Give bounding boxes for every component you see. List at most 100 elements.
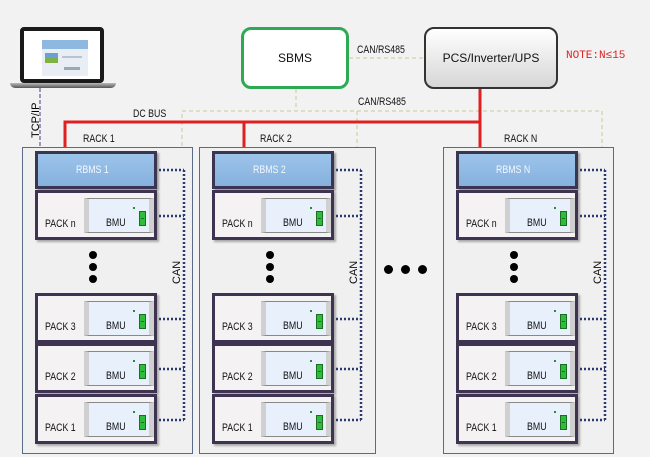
status-led-icon	[316, 364, 323, 379]
status-led-icon	[560, 211, 567, 226]
pack-label: PACK 3	[466, 321, 497, 333]
battery-pack: PACK 1 BMU	[35, 394, 157, 444]
status-led-icon	[316, 314, 323, 329]
rbms-box: RBMS 1	[35, 151, 157, 189]
pack-label: PACK n	[45, 218, 76, 230]
bmu-module: BMU	[84, 351, 154, 386]
status-led-icon	[560, 415, 567, 430]
can-bus-line	[159, 168, 186, 422]
can-label: CAN	[171, 260, 183, 284]
bmu-module: BMU	[505, 198, 575, 233]
status-led-icon	[139, 364, 146, 379]
rbms-box: RBMS N	[456, 151, 578, 189]
bmu-label: BMU	[106, 421, 126, 433]
sbms-box: SBMS	[241, 27, 349, 89]
sbms-pcs-link-label: CAN/RS485	[357, 44, 405, 56]
bmu-module: BMU	[261, 402, 331, 437]
more-packs-ellipsis	[89, 251, 98, 287]
dc-bus	[63, 120, 480, 150]
bmu-module: BMU	[84, 198, 154, 233]
indicator-dot-icon	[554, 207, 556, 209]
battery-pack: PACK 3 BMU	[212, 293, 334, 343]
bmu-label: BMU	[283, 320, 303, 332]
pack-label: PACK 3	[45, 321, 76, 333]
indicator-dot-icon	[310, 310, 312, 312]
indicator-dot-icon	[554, 360, 556, 362]
bmu-label: BMU	[106, 370, 126, 382]
can-label: CAN	[592, 260, 604, 284]
bmu-label: BMU	[527, 421, 547, 433]
rack-title: RACK 2	[260, 133, 292, 145]
battery-pack: PACK n BMU	[35, 190, 157, 240]
bmu-module: BMU	[505, 402, 575, 437]
bmu-label: BMU	[106, 320, 126, 332]
status-led-icon	[139, 415, 146, 430]
indicator-dot-icon	[310, 207, 312, 209]
can-bus-line	[580, 168, 607, 422]
bmu-label: BMU	[283, 370, 303, 382]
more-packs-ellipsis	[510, 251, 519, 287]
bmu-label: BMU	[283, 421, 303, 433]
status-led-icon	[139, 211, 146, 226]
status-led-icon	[139, 314, 146, 329]
sbms-label: SBMS	[277, 51, 312, 65]
bmu-module: BMU	[505, 351, 575, 386]
bmu-label: BMU	[527, 217, 547, 229]
battery-pack: PACK 2 BMU	[456, 343, 578, 393]
bmu-module: BMU	[505, 301, 575, 336]
bmu-label: BMU	[527, 320, 547, 332]
indicator-dot-icon	[133, 207, 135, 209]
laptop-base	[10, 83, 116, 88]
status-led-icon	[316, 211, 323, 226]
rbms-label: RBMS N	[495, 164, 530, 176]
can-label: CAN	[348, 260, 360, 284]
laptop-icon	[20, 27, 104, 83]
pack-label: PACK 3	[222, 321, 253, 333]
battery-pack: PACK n BMU	[212, 190, 334, 240]
status-led-icon	[560, 364, 567, 379]
battery-pack: PACK 1 BMU	[212, 394, 334, 444]
can-bus-line	[336, 168, 363, 422]
more-racks-ellipsis	[384, 265, 427, 274]
bmu-label: BMU	[527, 370, 547, 382]
status-led-icon	[560, 314, 567, 329]
indicator-dot-icon	[554, 310, 556, 312]
battery-pack: PACK 1 BMU	[456, 394, 578, 444]
dc-bus-label: DC BUS	[133, 108, 167, 120]
bmu-label: BMU	[106, 217, 126, 229]
rack-title: RACK 1	[83, 133, 115, 145]
tcp-ip-label: TCP/IP	[30, 102, 42, 138]
pack-label: PACK 1	[45, 422, 76, 434]
rbms-label: RBMS 1	[75, 164, 109, 176]
rack-comm-link-label: CAN/RS485	[358, 96, 406, 108]
indicator-dot-icon	[554, 411, 556, 413]
rbms-label: RBMS 2	[252, 164, 286, 176]
pack-label: PACK 2	[466, 371, 497, 383]
bmu-module: BMU	[84, 301, 154, 336]
bmu-module: BMU	[261, 301, 331, 336]
more-packs-ellipsis	[266, 251, 275, 287]
pack-label: PACK n	[222, 218, 253, 230]
bmu-label: BMU	[283, 217, 303, 229]
battery-pack: PACK 3 BMU	[35, 293, 157, 343]
battery-pack: PACK 3 BMU	[456, 293, 578, 343]
indicator-dot-icon	[310, 360, 312, 362]
pack-label: PACK 2	[222, 371, 253, 383]
status-led-icon	[316, 415, 323, 430]
pack-label: PACK 1	[222, 422, 253, 434]
bmu-module: BMU	[84, 402, 154, 437]
battery-pack: PACK 2 BMU	[212, 343, 334, 393]
pack-label: PACK 1	[466, 422, 497, 434]
indicator-dot-icon	[133, 310, 135, 312]
bmu-module: BMU	[261, 198, 331, 233]
indicator-dot-icon	[133, 411, 135, 413]
indicator-dot-icon	[310, 411, 312, 413]
battery-pack: PACK 2 BMU	[35, 343, 157, 393]
rbms-box: RBMS 2	[212, 151, 334, 189]
pack-label: PACK 2	[45, 371, 76, 383]
pcs-label: PCS/Inverter/UPS	[442, 51, 540, 65]
